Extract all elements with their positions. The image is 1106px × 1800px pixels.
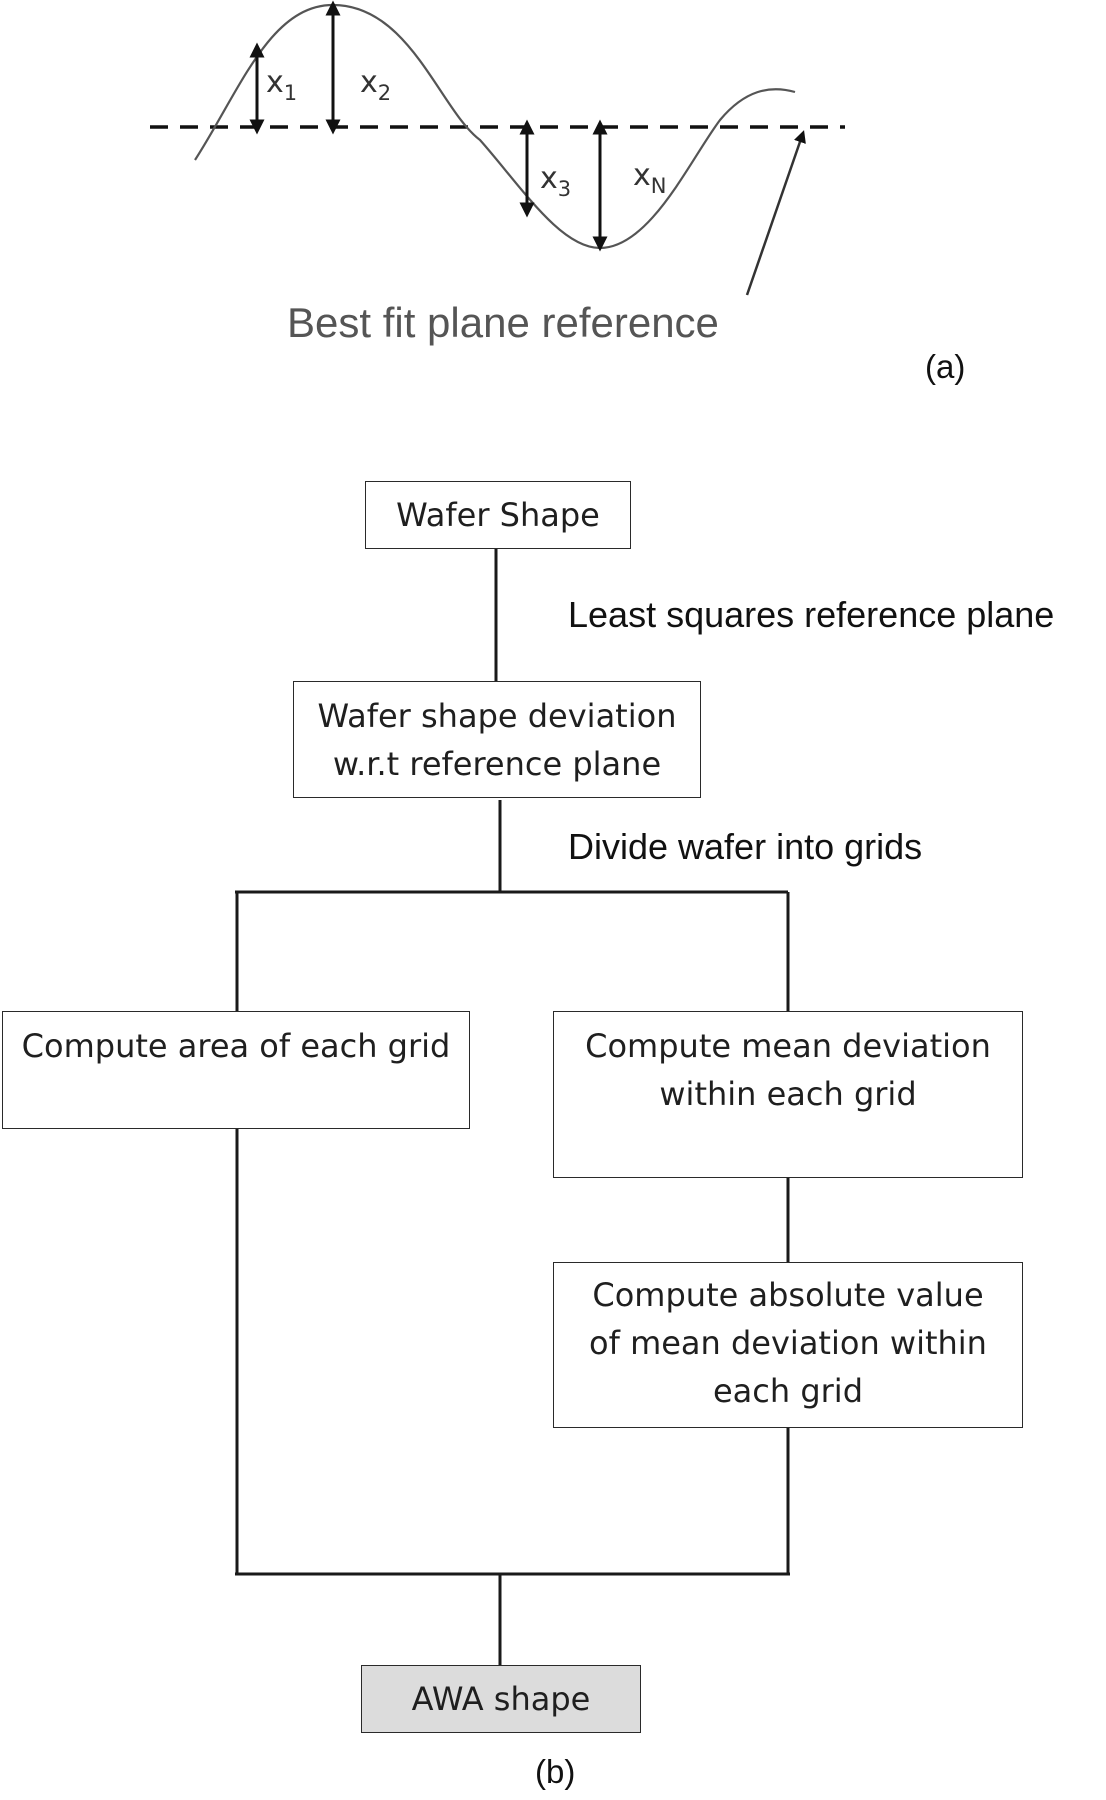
node-absolute: Compute absolute value of mean deviation… xyxy=(553,1262,1023,1428)
node-mean-line-2: within each grid xyxy=(659,1075,917,1113)
node-deviation-line-1: Wafer shape deviation xyxy=(317,696,677,735)
node-awa-shape-text: AWA shape xyxy=(411,1680,591,1718)
node-mean: Compute mean deviation within each grid xyxy=(553,1011,1023,1178)
edge-label-least-squares: Least squares reference plane xyxy=(568,594,1055,635)
node-awa-shape: AWA shape xyxy=(361,1665,641,1733)
node-mean-line-1: Compute mean deviation xyxy=(585,1027,991,1065)
panel-label-a: (a) xyxy=(925,348,966,385)
node-deviation: Wafer shape deviation w.r.t reference pl… xyxy=(293,681,701,798)
node-wafer-shape-text: Wafer Shape xyxy=(396,496,600,534)
node-wafer-shape: Wafer Shape xyxy=(365,481,631,549)
node-area: Compute area of each grid xyxy=(2,1011,470,1129)
node-area-text: Compute area of each grid xyxy=(21,1027,451,1065)
node-absolute-line-1: Compute absolute value xyxy=(592,1276,984,1314)
panel-label-b: (b) xyxy=(535,1753,576,1790)
label-xn: xN xyxy=(633,158,666,198)
wave-diagram: x1 x2 x3 xN Best fit plane reference xyxy=(150,0,845,346)
surface-wave xyxy=(194,3,796,250)
node-absolute-line-3: each grid xyxy=(712,1372,863,1410)
node-deviation-line-2: w.r.t reference plane xyxy=(332,744,662,783)
label-x2: x2 xyxy=(360,65,391,105)
caption-best-fit: Best fit plane reference xyxy=(287,299,719,346)
edge-label-divide: Divide wafer into grids xyxy=(568,826,923,867)
label-x3: x3 xyxy=(540,161,571,201)
pointer-arrow xyxy=(745,130,806,296)
label-x1: x1 xyxy=(266,65,297,105)
node-absolute-line-2: of mean deviation within xyxy=(589,1324,987,1362)
